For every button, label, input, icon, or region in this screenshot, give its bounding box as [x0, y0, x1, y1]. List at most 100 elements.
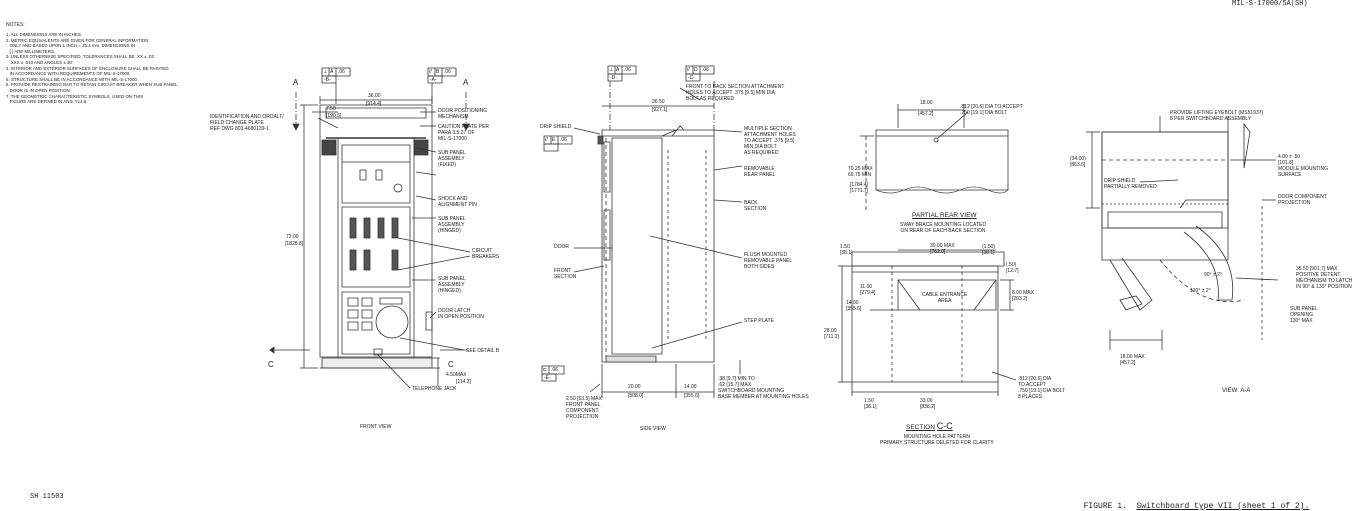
- note-line: 7. THE GEOMETRIC CHARACTERISTIC SYMBOLS,…: [6, 93, 144, 99]
- side-fcf-mid-tol: .06: [560, 137, 567, 143]
- aa-label-eyebolt: PROVIDE LIFTING EYEBOLT (MS51937) 8 PER …: [1170, 110, 1264, 122]
- fcf-left-datum: A: [330, 69, 334, 75]
- cc-dim-8-max: 8.00 MAX [203.2]: [1012, 290, 1034, 302]
- aa-label-detent: 35.50 [901.7] MAX POSITIVE DETENT MECHAN…: [1296, 266, 1353, 290]
- side-dim-bottom-a-mm: [508.0]: [628, 393, 644, 399]
- callout-telephone-jack: TELEPHONE JACK: [412, 386, 457, 392]
- side-dim-depth-mm: [927.1]: [652, 107, 668, 113]
- datum-c-right: C: [448, 360, 454, 369]
- sheet-id: SH 11503: [30, 493, 64, 501]
- callout-sub-panel-hinged-upper: SUB PANEL ASSEMBLY (HINGED): [438, 216, 466, 234]
- doc-reference: MIL-S-17000/5A(SH): [1232, 0, 1308, 8]
- side-fcf-bottom-tol: .06: [551, 367, 558, 373]
- side-label-drip-shield: DRIP SHIELD: [540, 124, 572, 130]
- note-line: [ ] ARE MILLIMETERS.: [6, 48, 56, 54]
- side-label-front-section: FRONT SECTION: [554, 268, 577, 280]
- side-label-multiple-section: MULTIPLE SECTION ATTACHMENT HOLES TO ACC…: [744, 126, 796, 156]
- figure-caption: FIGURE 1. Switchboard type VII (sheet 1 …: [1074, 498, 1310, 511]
- datum-a-left: A: [293, 78, 299, 87]
- aa-label-130-deg: 130° ± 2°: [1190, 288, 1211, 294]
- front-dim-base: 4.50MAX: [446, 372, 467, 378]
- callout-see-detail-b: SEE DETAIL B: [466, 348, 500, 354]
- side-view-drawing: [542, 66, 742, 398]
- label-id-plate: IDENTIFICATION AND ORDALT/ FIELD CHANGE …: [210, 114, 284, 132]
- note-line: 3. UNLESS OTHERWISE SPECIFIED, TOLERANCE…: [6, 54, 154, 60]
- callout-shock-pin: SHOCK AND ALIGNMENT PIN: [438, 196, 477, 208]
- cable-entrance-area: CABLE ENTRANCE AREA: [922, 292, 968, 304]
- note-line: ONLY AND BASED UPON 1 INCH = 25.4 mm. DI…: [6, 43, 136, 49]
- callout-door-positioning: DOOR POSITIONING MECHANISM: [438, 108, 488, 120]
- side-fcf-bottom-ref: -E-: [544, 375, 551, 381]
- rear-dim-hole: .812 [20.6] DIA TO ACCEPT .750 [19.1] DI…: [960, 104, 1023, 116]
- side-dim-bottom-a: 20.00: [628, 384, 641, 390]
- fcf-right-symbol: //: [429, 69, 432, 75]
- aa-label-door-component: DOOR COMPONENT PROJECTION: [1278, 194, 1327, 206]
- side-fcf-bottom-symbol: ⊏: [543, 367, 548, 373]
- cc-dim-offset: (.50) [12.7]: [1006, 262, 1019, 274]
- side-fcf-top-datum: A: [616, 67, 620, 73]
- note-line: 2. METRIC EQUIVALENTS ARE GIVEN FOR GENE…: [6, 37, 149, 43]
- side-fcf-top2-symbol: //: [687, 67, 690, 73]
- aa-label-drip-shield: DRIP SHIELD PARTIALLY REMOVED: [1104, 178, 1157, 190]
- section-cc-title: SECTION C-C: [906, 421, 953, 431]
- note-line: DOOR IS IN OPEN POSITION: [6, 88, 70, 93]
- cc-dim-bolt-holes: .812 [20.6] DIA TO ACCEPT .750 [19.1] DI…: [1018, 376, 1066, 400]
- callout-sub-panel-hinged-lower: SUB PANEL ASSEMBLY (HINGED): [438, 276, 466, 294]
- rear-dim-top: 18.00: [920, 100, 933, 106]
- note-line: FIGURE ARE DEFINED IN ANSI Y14.5.: [6, 99, 88, 105]
- front-dim-height-mm: [1828.8]: [285, 241, 304, 247]
- view-aa-drawing: [1086, 116, 1278, 350]
- side-label-mounting-base: .38 [9.7] MIN TO .62 [15.7] MAX SWITCHBO…: [718, 376, 809, 400]
- side-label-front-projection: 2.50 [63.5] MAX FRONT PANEL COMPONENT PR…: [566, 396, 602, 420]
- note-line: 5. STRUCTURE SHALL BE IN ACCORDANCE WITH…: [6, 76, 139, 82]
- side-fcf-top-tol: .06: [624, 67, 631, 73]
- front-dim-left: 7.50: [326, 106, 336, 112]
- side-fcf-top2-datum: D: [694, 67, 698, 73]
- side-label-flush-panel: FLUSH MOUNTED REMOVABLE PANEL BOTH SIDES: [744, 252, 793, 270]
- rear-dim-top-mm: [457.2]: [918, 111, 934, 117]
- fcf-left-tolerance: .06: [338, 69, 345, 75]
- side-label-back-section: BACK SECTION: [744, 200, 767, 212]
- callout-sub-panel-fixed: SUB PANEL ASSEMBLY (FIXED): [438, 150, 466, 168]
- front-dim-width-mm: [914.4]: [366, 101, 382, 107]
- fcf-right-ref: -A-: [430, 77, 437, 83]
- side-label-front-back-holes: FRONT TO BACK SECTION ATTACHMENT HOLES T…: [686, 84, 785, 102]
- side-dim-depth: 36.50: [652, 99, 665, 105]
- front-dim-width: 36.00: [368, 93, 381, 99]
- section-cc-subtitle: MOUNTING HOLE PATTERN PRIMARY STRUCTURE …: [880, 434, 994, 446]
- side-label-removable-rear: REMOVABLE REAR PANEL: [744, 166, 776, 178]
- side-fcf-mid-datum: E: [552, 137, 556, 143]
- rear-dim-height-mm: [1784.4] [1771.7]: [850, 182, 869, 194]
- side-label-step-plate: STEP PLATE: [744, 318, 774, 324]
- front-view-caption: FRONT VIEW: [360, 424, 392, 430]
- cc-dim-left-margin: 1.50 [38.1]: [840, 244, 853, 256]
- aa-label-module-mounting: 4.00 ± .50 [101.6] MODULE MOUNTING SURFA…: [1278, 154, 1328, 178]
- fcf-right-tolerance: .06: [444, 69, 451, 75]
- fcf-left-ref: -B-: [324, 77, 331, 83]
- side-fcf-top-symbol: ⊥: [609, 67, 614, 73]
- rear-view-subtitle: SWAY BRACE MOUNTING LOCATED ON REAR OF E…: [900, 222, 986, 234]
- notes-title: NOTES:: [6, 22, 25, 28]
- note-line: 6. PROVIDE RESTRAINING BAR TO RETAIN CIR…: [6, 82, 178, 88]
- datum-a-right: A: [463, 78, 469, 87]
- view-aa-caption: VIEW A-A: [1222, 388, 1251, 394]
- cc-dim-right-margin: (1.50) [38.1]: [982, 244, 996, 256]
- front-view-drawing: [270, 68, 470, 388]
- figure-title: Switchboard type VII (sheet 1 of 2).: [1136, 502, 1310, 511]
- side-dim-bottom-b-mm: [355.6]: [684, 393, 700, 399]
- cc-dim-11: 11.00 [279.4]: [860, 284, 876, 296]
- cc-dim-33: 33.00 [838.2]: [920, 398, 936, 410]
- cc-dim-14: 14.00 [355.6]: [846, 300, 862, 312]
- side-fcf-top2-tol: .06: [702, 67, 709, 73]
- front-dim-left-mm: [190.5]: [326, 113, 342, 119]
- side-label-door: DOOR: [554, 244, 569, 250]
- section-cc-drawing: [838, 250, 1016, 396]
- note-line: 4. INTERIOR AND EXTERIOR SURFACES OF ENC…: [6, 65, 169, 71]
- callout-caution-plate: CAUTION PLATE PER PARA 3.5.27 OF MIL-S-1…: [438, 124, 490, 142]
- section-cc-letters: C-C: [936, 421, 953, 431]
- front-dim-base-mm: [114.3]: [456, 379, 471, 385]
- note-line: 1. ALL DIMENSIONS ARE IN INCHES.: [6, 32, 82, 37]
- note-line: IN ACCORDANCE WITH REQUIREMENTS OF MIL-S…: [6, 71, 131, 77]
- callout-door-latch: DOOR LATCH IN OPEN POSITION: [438, 308, 484, 320]
